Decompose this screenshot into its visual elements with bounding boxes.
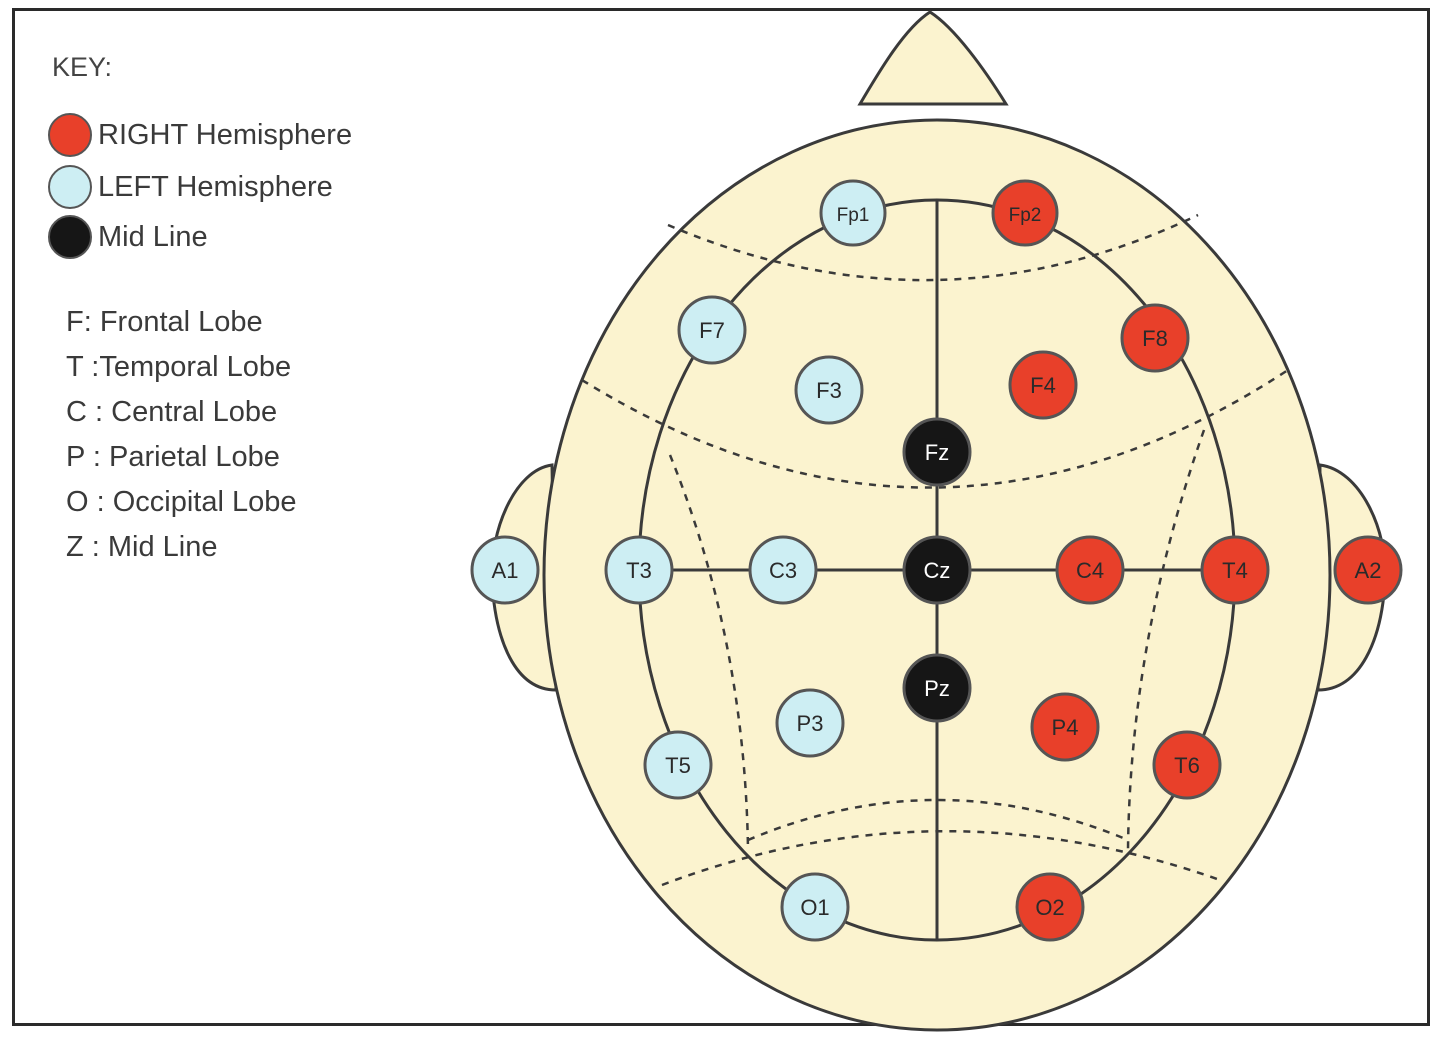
electrode-marker <box>604 535 674 605</box>
electrode-label: P4 <box>1052 715 1079 740</box>
abbreviation-occipital: O : Occipital Lobe <box>66 486 297 518</box>
electrode-marker <box>819 179 887 247</box>
electrode-marker <box>643 730 713 800</box>
left-temporal-boundary <box>668 454 750 851</box>
electrode-t3: T3 <box>604 535 674 605</box>
parietal-occipital-boundary <box>747 798 1129 842</box>
electrode-label: A2 <box>1355 558 1382 583</box>
electrode-marker <box>794 355 864 425</box>
electrode-a2: A2 <box>1333 535 1403 605</box>
electrode-marker <box>1333 535 1403 605</box>
head-outline <box>490 10 1387 1032</box>
electrode-label: Fz <box>925 440 949 465</box>
electrode-label: O1 <box>800 895 829 920</box>
electrode-label: T4 <box>1222 558 1248 583</box>
red-circle-icon <box>48 113 92 157</box>
electrode-label: C3 <box>769 558 797 583</box>
electrode-a1: A1 <box>470 535 540 605</box>
frontal-central-boundary <box>581 368 1289 489</box>
abbreviation-midline: Z : Mid Line <box>66 531 218 563</box>
electrode-marker <box>1120 303 1190 373</box>
electrode-label: Fp1 <box>837 205 870 226</box>
legend-right-hemisphere: RIGHT Hemisphere <box>48 112 352 158</box>
electrode-marker <box>1152 730 1222 800</box>
legend-label: LEFT Hemisphere <box>98 170 333 203</box>
electrode-f7: F7 <box>677 295 747 365</box>
electrode-label: Pz <box>924 676 950 701</box>
abbreviation-temporal: T :Temporal Lobe <box>66 351 292 383</box>
electrode-marker <box>677 295 747 365</box>
light-blue-circle-icon <box>48 165 92 209</box>
electrode-label: Fp2 <box>1009 205 1042 226</box>
electrode-marker <box>1015 872 1085 942</box>
electrode-marker <box>1008 350 1078 420</box>
nose <box>857 10 1009 106</box>
legend-left-hemisphere: LEFT Hemisphere <box>48 164 333 210</box>
black-circle-icon <box>48 215 92 259</box>
lobe-boundaries <box>581 213 1289 887</box>
electrode-o1: O1 <box>780 872 850 942</box>
electrode-marker <box>780 872 850 942</box>
electrode-pz: Pz <box>902 653 972 723</box>
electrode-marker <box>902 535 972 605</box>
electrode-marker <box>1030 692 1100 762</box>
electrode-label: T6 <box>1174 753 1200 778</box>
electrode-fp1: Fp1 <box>819 179 887 247</box>
legend-label: Mid Line <box>98 220 208 253</box>
electrode-fp2: Fp2 <box>991 179 1059 247</box>
key-title: KEY: <box>52 52 113 82</box>
electrode-p4: P4 <box>1030 692 1100 762</box>
electrode-label: F3 <box>816 378 842 403</box>
electrode-f8: F8 <box>1120 303 1190 373</box>
electrode-f3: F3 <box>794 355 864 425</box>
electrode-f4: F4 <box>1008 350 1078 420</box>
electrode-marker <box>1055 535 1125 605</box>
electrode-c3: C3 <box>748 535 818 605</box>
right-temporal-boundary <box>1126 429 1206 851</box>
electrode-marker <box>748 535 818 605</box>
abbreviation-central: C : Central Lobe <box>66 396 278 428</box>
electrode-label: P3 <box>797 711 824 736</box>
electrode-label: O2 <box>1035 895 1064 920</box>
electrode-label: F7 <box>699 318 725 343</box>
electrode-marker <box>991 179 1059 247</box>
abbreviation-parietal: P : Parietal Lobe <box>66 441 280 473</box>
electrode-marker <box>775 688 845 758</box>
legend-label: RIGHT Hemisphere <box>98 118 353 151</box>
electrode-label: F4 <box>1030 373 1056 398</box>
legend-mid-line: Mid Line <box>48 214 208 260</box>
electrode-c4: C4 <box>1055 535 1125 605</box>
electrode-label: F8 <box>1142 326 1168 351</box>
electrode-label: C4 <box>1076 558 1104 583</box>
electrode-o2: O2 <box>1015 872 1085 942</box>
electrode-cz: Cz <box>902 535 972 605</box>
electrode-fz: Fz <box>902 417 972 487</box>
electrode-label: Cz <box>924 558 951 583</box>
occipital-boundary <box>661 829 1221 887</box>
electrode-t6: T6 <box>1152 730 1222 800</box>
electrode-t4: T4 <box>1200 535 1270 605</box>
electrode-marker <box>902 417 972 487</box>
electrode-marker <box>470 535 540 605</box>
electrode-label: T3 <box>626 558 652 583</box>
electrode-marker <box>902 653 972 723</box>
electrode-label: A1 <box>492 558 519 583</box>
abbreviation-frontal: F: Frontal Lobe <box>66 306 263 338</box>
electrode-p3: P3 <box>775 688 845 758</box>
electrode-marker <box>1200 535 1270 605</box>
electrode-t5: T5 <box>643 730 713 800</box>
electrode-label: T5 <box>665 753 691 778</box>
